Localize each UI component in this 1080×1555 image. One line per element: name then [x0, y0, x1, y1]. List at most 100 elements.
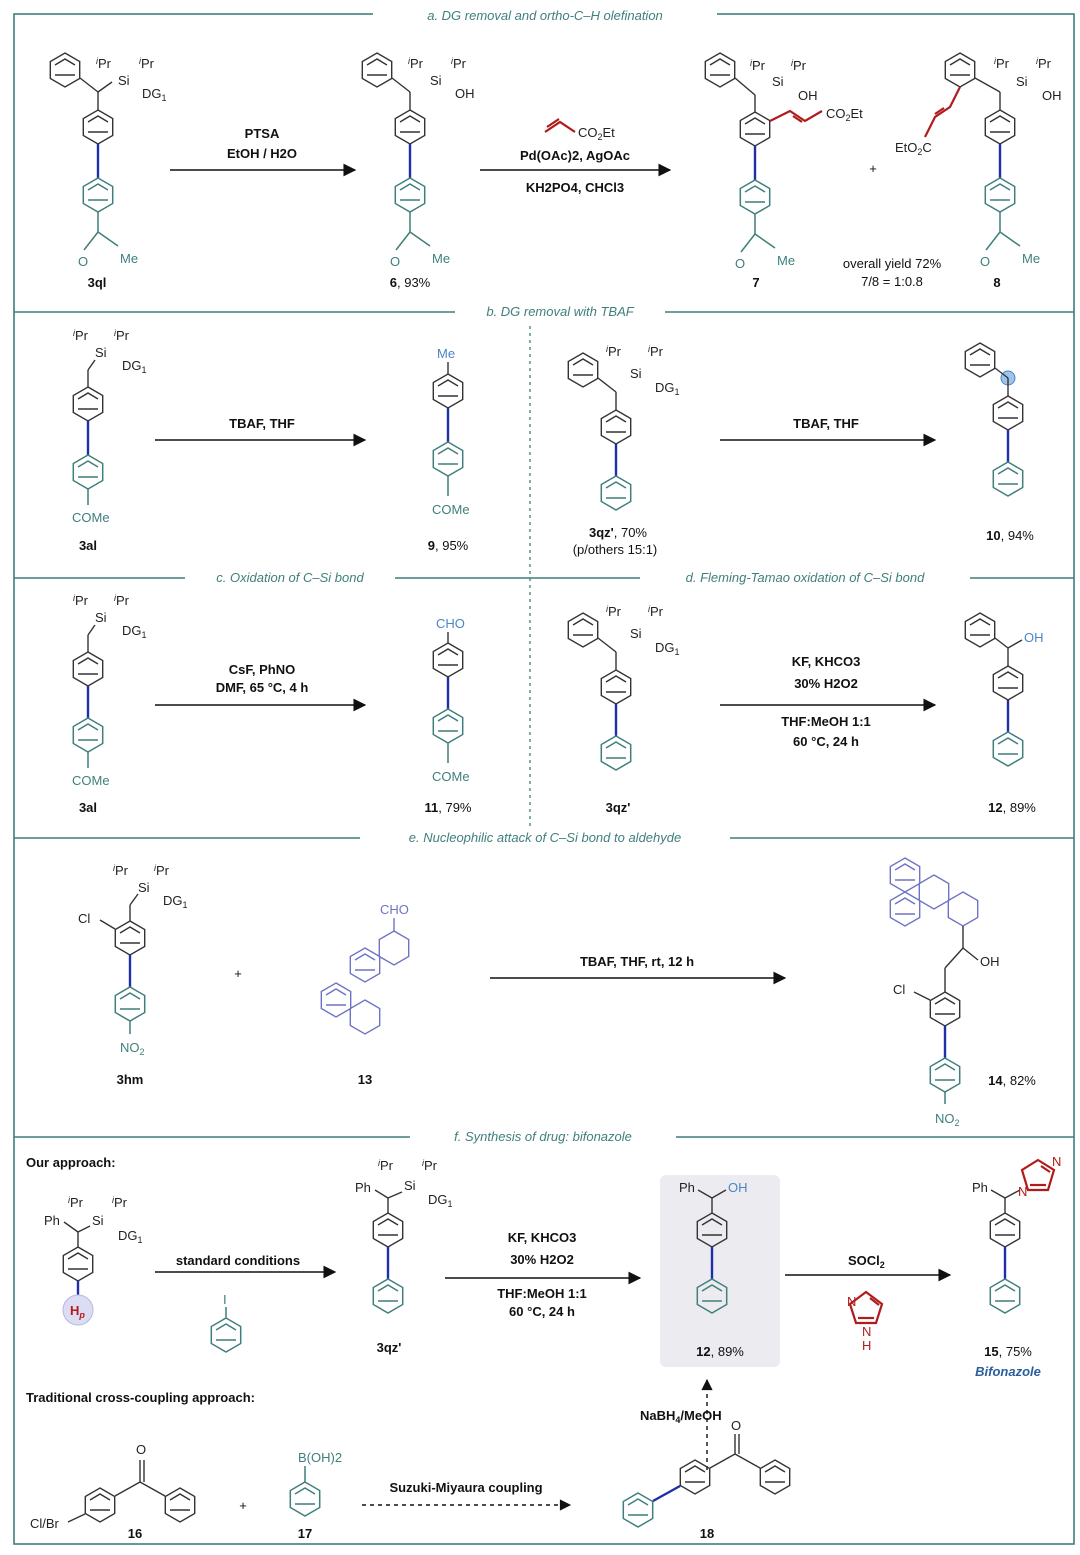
- svg-text:10, 94%: 10, 94%: [986, 528, 1034, 543]
- highlight-box-12: [660, 1175, 780, 1367]
- svg-text:KF, KHCO3: KF, KHCO3: [508, 1230, 577, 1245]
- molecule-13-pyrene-aldehyde: CHO 13: [320, 902, 410, 1087]
- svg-text:iPr: iPr: [606, 604, 622, 619]
- svg-text:Our approach:: Our approach:: [26, 1155, 116, 1170]
- ethyl-acrylate: CO2Et: [544, 118, 615, 142]
- svg-text:12, 89%: 12, 89%: [988, 800, 1036, 815]
- molecule-18: O 18: [622, 1418, 791, 1541]
- svg-text:Si: Si: [118, 73, 130, 88]
- svg-text:Me: Me: [120, 251, 138, 266]
- svg-text:9, 95%: 9, 95%: [428, 538, 469, 553]
- svg-text:I: I: [223, 1292, 227, 1307]
- svg-text:14, 82%: 14, 82%: [988, 1073, 1036, 1088]
- label-8: 8: [993, 275, 1000, 290]
- svg-text:OH: OH: [455, 86, 475, 101]
- svg-text:+: +: [869, 161, 877, 176]
- svg-text:TBAF, THF: TBAF, THF: [793, 416, 859, 431]
- svg-text:3qz': 3qz': [606, 800, 631, 815]
- svg-text:O: O: [390, 254, 400, 269]
- svg-text:TBAF, THF, rt, 12 h: TBAF, THF, rt, 12 h: [580, 954, 694, 969]
- svg-text:N: N: [862, 1324, 871, 1339]
- svg-text:O: O: [980, 254, 990, 269]
- svg-text:iPr: iPr: [422, 1158, 438, 1173]
- svg-text:Cl: Cl: [893, 982, 905, 997]
- molecule-11: CHO COMe 11, 79%: [425, 616, 472, 815]
- iodobenzene: I: [210, 1292, 242, 1353]
- molecule-3qz-d: iPr iPr Si DG1 3qz': [567, 604, 680, 815]
- molecule-17: B(OH)2 17: [289, 1450, 342, 1541]
- svg-text:Si: Si: [92, 1213, 104, 1228]
- svg-text:NO2: NO2: [120, 1040, 145, 1057]
- svg-text:Ph: Ph: [44, 1213, 60, 1228]
- svg-text:30% H2O2: 30% H2O2: [510, 1252, 574, 1267]
- molecule-6: iPr iPr Si OH O Me 6, 93%: [361, 52, 475, 290]
- svg-text:DG1: DG1: [163, 893, 188, 910]
- svg-text:CsF, PhNO: CsF, PhNO: [229, 662, 295, 677]
- svg-text:Si: Si: [630, 366, 642, 381]
- svg-text:iPr: iPr: [154, 863, 170, 878]
- svg-text:overall yield 72%: overall yield 72%: [843, 256, 942, 271]
- svg-text:DMF, 65 °C, 4 h: DMF, 65 °C, 4 h: [216, 680, 309, 695]
- section-a-title: a. DG removal and ortho-C–H olefination: [427, 8, 663, 23]
- svg-text:iPr: iPr: [648, 604, 664, 619]
- molecule-12-f: Ph OH 12, 89%: [679, 1180, 748, 1359]
- svg-text:CHO: CHO: [380, 902, 409, 917]
- svg-text:3qz', 70%: 3qz', 70%: [589, 525, 647, 540]
- svg-text:N: N: [1052, 1154, 1061, 1169]
- section-e-title: e. Nucleophilic attack of C–Si bond to a…: [409, 830, 681, 845]
- svg-text:15, 75%: 15, 75%: [984, 1344, 1032, 1359]
- svg-text:iPr: iPr: [113, 863, 129, 878]
- molecule-10: 10, 94%: [964, 342, 1034, 543]
- svg-text:DG1: DG1: [655, 640, 680, 657]
- svg-text:COMe: COMe: [432, 502, 470, 517]
- svg-text:+: +: [239, 1498, 247, 1513]
- svg-text:iPr: iPr: [68, 1195, 84, 1210]
- svg-text:DG1: DG1: [655, 380, 680, 397]
- svg-text:iPr: iPr: [73, 593, 89, 608]
- svg-text:Si: Si: [95, 345, 107, 360]
- svg-text:THF:MeOH 1:1: THF:MeOH 1:1: [497, 1286, 587, 1301]
- svg-text:Si: Si: [430, 73, 442, 88]
- svg-text:SOCl2: SOCl2: [848, 1253, 885, 1270]
- svg-text:Me: Me: [437, 346, 455, 361]
- svg-text:Ph: Ph: [972, 1180, 988, 1195]
- label-7: 7: [752, 275, 759, 290]
- svg-text:O: O: [136, 1442, 146, 1457]
- svg-text:iPr: iPr: [114, 593, 130, 608]
- svg-text:30% H2O2: 30% H2O2: [794, 676, 858, 691]
- svg-text:NaBH4/MeOH: NaBH4/MeOH: [640, 1408, 722, 1425]
- svg-text:iPr: iPr: [451, 56, 467, 71]
- section-f-title: f. Synthesis of drug: bifonazole: [454, 1129, 632, 1144]
- svg-text:OH: OH: [980, 954, 1000, 969]
- svg-text:Bifonazole: Bifonazole: [975, 1364, 1041, 1379]
- molecule-hp-substrate: iPr iPr Si DG1 Ph Hp: [44, 1195, 143, 1326]
- molecule-7: iPr iPr Si OH CO2Et O Me 7: [704, 52, 863, 290]
- svg-text:+: +: [234, 966, 242, 981]
- svg-text:Ph: Ph: [679, 1180, 695, 1195]
- svg-text:Ph: Ph: [355, 1180, 371, 1195]
- svg-text:DG1: DG1: [142, 86, 167, 103]
- svg-text:3qz': 3qz': [377, 1340, 402, 1355]
- molecule-12-d: OH 12, 89%: [964, 612, 1044, 815]
- svg-text:OH: OH: [1024, 630, 1044, 645]
- molecule-16: O Cl/Br 16: [30, 1442, 196, 1541]
- section-d-title: d. Fleming-Tamao oxidation of C–Si bond: [686, 570, 925, 585]
- svg-text:COMe: COMe: [432, 769, 470, 784]
- molecule-3ql: iPr iPr Si DG1 O Me 3ql: [49, 52, 167, 290]
- svg-text:N: N: [1018, 1184, 1027, 1199]
- svg-text:17: 17: [298, 1526, 312, 1541]
- molecule-15-bifonazole: Ph N N 15, 75% Bifonazole: [972, 1154, 1061, 1379]
- svg-text:PTSA: PTSA: [245, 126, 280, 141]
- svg-text:Cl/Br: Cl/Br: [30, 1516, 60, 1531]
- svg-text:N: N: [847, 1294, 856, 1309]
- svg-text:iPr: iPr: [791, 58, 807, 73]
- svg-text:Si: Si: [138, 880, 150, 895]
- svg-text:standard conditions: standard conditions: [176, 1253, 300, 1268]
- section-c-title: c. Oxidation of C–Si bond: [216, 570, 364, 585]
- svg-text:(p/others 15:1): (p/others 15:1): [573, 542, 658, 557]
- svg-text:OH: OH: [1042, 88, 1062, 103]
- svg-text:iPr: iPr: [606, 344, 622, 359]
- svg-text:iPr: iPr: [73, 328, 89, 343]
- svg-text:DG1: DG1: [428, 1192, 453, 1209]
